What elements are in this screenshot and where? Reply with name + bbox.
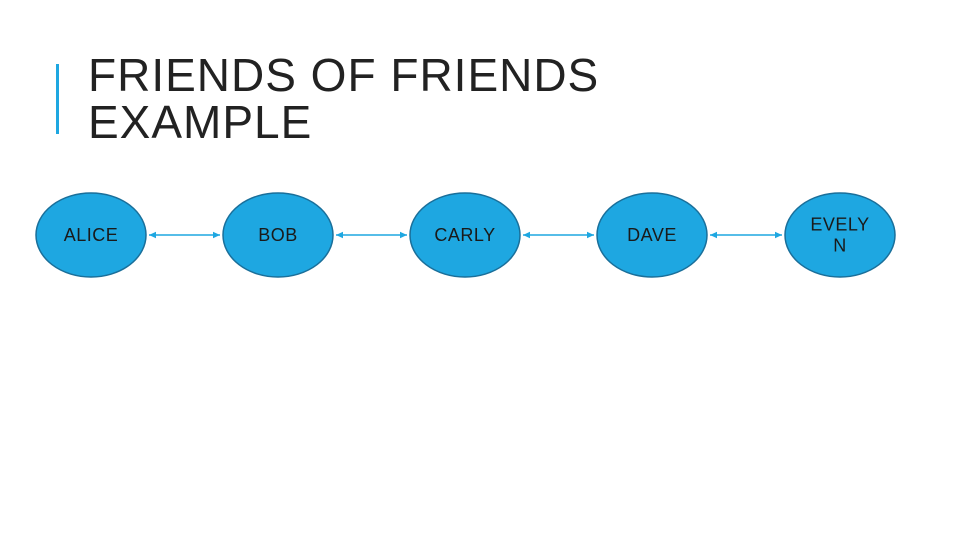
node-dave: DAVE [596,192,708,278]
node-alice-shape [35,192,147,278]
node-dave-shape [596,192,708,278]
slide-title-line-1: FRIENDS OF FRIENDS [88,49,600,101]
node-bob-shape [222,192,334,278]
slide-title-line-2: EXAMPLE [88,96,313,148]
node-evelyn-label-line-1: EVELY [810,215,869,235]
node-evelyn-shape [784,192,896,278]
node-carly-label-line-1: CARLY [434,225,495,245]
node-bob: BOB [222,192,334,278]
node-alice: ALICE [35,192,147,278]
node-alice-label-line-1: ALICE [64,225,119,245]
title-accent-bar [56,64,59,134]
slide-title: FRIENDS OF FRIENDS EXAMPLE [88,52,599,146]
node-bob-label-line-1: BOB [258,225,298,245]
node-carly-shape [409,192,521,278]
node-carly: CARLY [409,192,521,278]
node-evelyn-label-line-2: N [833,236,847,256]
node-dave-label-line-1: DAVE [627,225,677,245]
